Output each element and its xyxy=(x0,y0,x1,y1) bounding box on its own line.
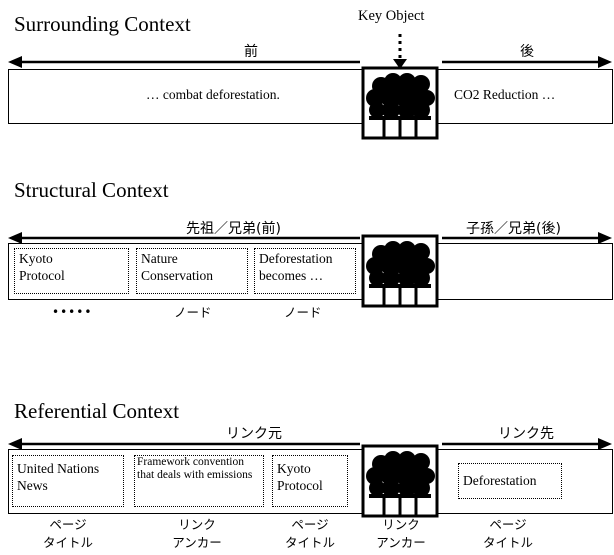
node-line-1: Deforestation xyxy=(259,251,333,266)
caption-line-1: ページ xyxy=(489,517,527,532)
box-line-2: Protocol xyxy=(277,478,323,493)
referential-caption-link-anchor-2: リンク アンカー xyxy=(368,516,434,552)
referential-caption-page-title-1: ページ タイトル xyxy=(38,516,98,552)
structural-node-deforestation: Deforestation becomes … xyxy=(254,248,356,294)
node-line-1: Kyoto xyxy=(19,251,53,266)
box-line-1: Kyoto xyxy=(277,461,311,476)
surrounding-before-label: 前 xyxy=(244,44,258,60)
caption-line-1: ページ xyxy=(291,517,329,532)
caption-line-2: タイトル xyxy=(482,535,533,550)
node-line-2: becomes … xyxy=(259,268,324,283)
structural-caption-node-2: ノード xyxy=(284,305,322,320)
node-line-1: Nature xyxy=(141,251,178,266)
key-object-label: Key Object xyxy=(358,8,425,24)
caption-line-2: アンカー xyxy=(376,535,426,550)
surrounding-left-text: … combat deforestation. xyxy=(146,87,280,102)
structural-caption-node-1: ノード xyxy=(174,305,212,320)
caption-line-1: ページ xyxy=(49,517,87,532)
node-line-2: Conservation xyxy=(141,268,213,283)
structural-before-label: 先祖／兄弟(前) xyxy=(186,221,281,237)
referential-link-anchor-framework: Framework convention that deals with emi… xyxy=(134,455,264,507)
structural-after-label: 子孫／兄弟(後) xyxy=(466,221,561,237)
box-line-1: United Nations xyxy=(17,461,100,476)
referential-before-label: リンク元 xyxy=(226,426,282,442)
referential-after-label: リンク先 xyxy=(498,426,554,442)
referential-caption-link-anchor-1: リンク アンカー xyxy=(164,516,230,552)
surrounding-context-bar xyxy=(8,69,613,124)
structural-title: Structural Context xyxy=(14,178,169,202)
caption-line-1: リンク xyxy=(382,517,420,532)
node-line-2: Protocol xyxy=(19,268,65,283)
structural-caption-ellipsis: ••••• xyxy=(52,305,93,319)
referential-title: Referential Context xyxy=(14,399,180,423)
key-object-pointer-head xyxy=(393,59,407,69)
box-line-2: News xyxy=(17,478,48,493)
caption-line-2: タイトル xyxy=(42,535,93,550)
surrounding-after-label: 後 xyxy=(520,44,534,60)
referential-caption-page-title-3: ページ タイトル xyxy=(478,516,538,552)
referential-link-target-deforestation: Deforestation xyxy=(458,463,562,499)
caption-line-2: アンカー xyxy=(172,535,222,550)
referential-page-title-kyoto: Kyoto Protocol xyxy=(272,455,348,507)
caption-line-2: タイトル xyxy=(284,535,335,550)
structural-node-kyoto-protocol: Kyoto Protocol xyxy=(14,248,129,294)
referential-page-title-un-news: United Nations News xyxy=(12,455,124,507)
surrounding-right-text: CO2 Reduction … xyxy=(454,87,556,102)
caption-line-1: リンク xyxy=(178,517,216,532)
structural-node-nature-conservation: Nature Conservation xyxy=(136,248,248,294)
referential-caption-page-title-2: ページ タイトル xyxy=(280,516,340,552)
surrounding-title: Surrounding Context xyxy=(14,12,191,36)
